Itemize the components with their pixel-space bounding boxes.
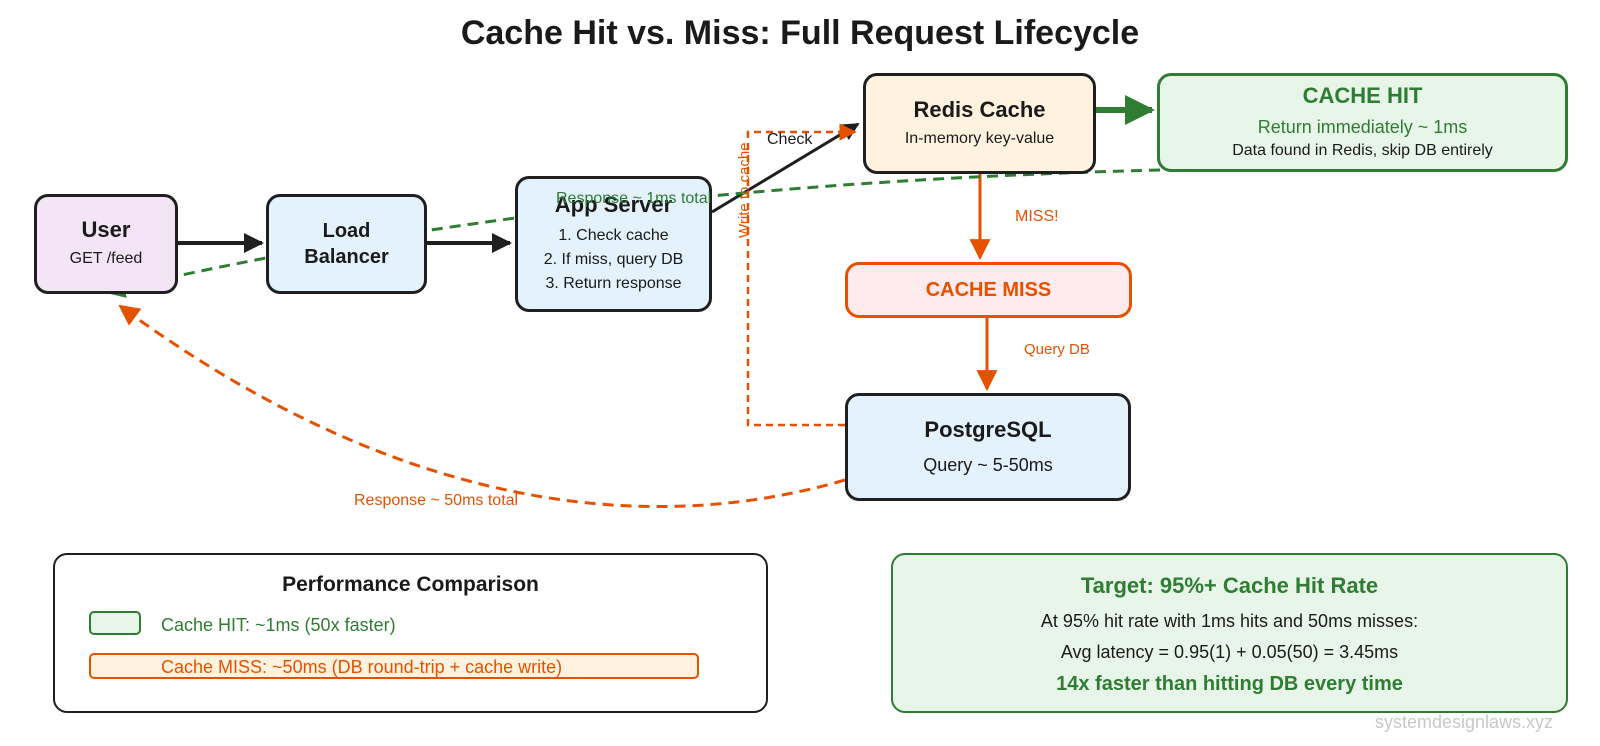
watermark: systemdesignlaws.xyz: [1375, 712, 1554, 732]
legend-miss-swatch: [89, 653, 699, 679]
node-lb-title-2: Balancer: [304, 246, 389, 268]
node-app-title: App Server: [554, 192, 673, 217]
node-redis-title: Redis Cache: [913, 96, 1046, 122]
node-miss-title: CACHE MISS: [925, 279, 1052, 301]
label-miss: MISS!: [1015, 208, 1059, 225]
node-hit-line-1: Return immediately ~ 1ms: [1257, 116, 1468, 137]
node-redis-sub: In-memory key-value: [904, 129, 1055, 147]
legend-hit-label: Cache HIT: ~1ms (50x faster): [161, 615, 396, 635]
node-postgres-title: PostgreSQL: [924, 417, 1052, 442]
target-box: Target: 95%+ Cache Hit Rate At 95% hit r…: [891, 553, 1568, 713]
edge-miss-response: [118, 304, 846, 509]
target-title: Target: 95%+ Cache Hit Rate: [1080, 573, 1379, 598]
label-response-miss: Response ~ 50ms total: [354, 492, 519, 509]
node-user: User GET /feed: [34, 194, 178, 294]
label-check: Check: [767, 131, 813, 148]
node-hit-title: CACHE HIT: [1302, 82, 1423, 108]
node-app-server: App Server 1. Check cache 2. If miss, qu…: [515, 176, 712, 312]
node-cache-hit: CACHE HIT Return immediately ~ 1ms Data …: [1157, 73, 1568, 172]
node-postgres-sub: Query ~ 5-50ms: [923, 455, 1053, 475]
edge-write-to-cache: [746, 123, 857, 427]
node-postgresql: PostgreSQL Query ~ 5-50ms: [845, 393, 1131, 501]
target-line-2: Avg latency = 0.95(1) + 0.05(50) = 3.45m…: [1060, 642, 1399, 662]
edge-app-to-redis: [711, 122, 860, 214]
label-query-db: Query DB: [1024, 341, 1090, 358]
label-response-hit: Response ~ 1ms total: [556, 190, 712, 207]
legend-title: Performance Comparison: [282, 573, 539, 596]
label-write-to-cache: Write to cache: [736, 142, 753, 238]
node-user-title: User: [81, 217, 131, 242]
diagram-title: Cache Hit vs. Miss: Full Request Lifecyc…: [460, 14, 1140, 52]
node-app-line-1: 1. Check cache: [558, 227, 669, 244]
legend-hit-swatch: [89, 611, 141, 635]
node-lb-title-1: Load: [322, 220, 371, 242]
node-load-balancer: Load Balancer: [266, 194, 427, 294]
legend-miss-label: Cache MISS: ~50ms (DB round-trip + cache…: [161, 657, 563, 677]
target-line-1: At 95% hit rate with 1ms hits and 50ms m…: [1040, 611, 1419, 631]
node-app-line-3: 3. Return response: [545, 275, 682, 292]
node-redis-cache: Redis Cache In-memory key-value: [863, 73, 1096, 174]
node-hit-line-2: Data found in Redis, skip DB entirely: [1232, 141, 1493, 159]
target-line-3: 14x faster than hitting DB every time: [1056, 673, 1403, 695]
node-cache-miss: CACHE MISS: [845, 262, 1132, 318]
node-app-line-2: 2. If miss, query DB: [543, 251, 684, 268]
legend-box: Performance Comparison Cache HIT: ~1ms (…: [53, 553, 768, 713]
node-user-sub: GET /feed: [69, 250, 143, 267]
